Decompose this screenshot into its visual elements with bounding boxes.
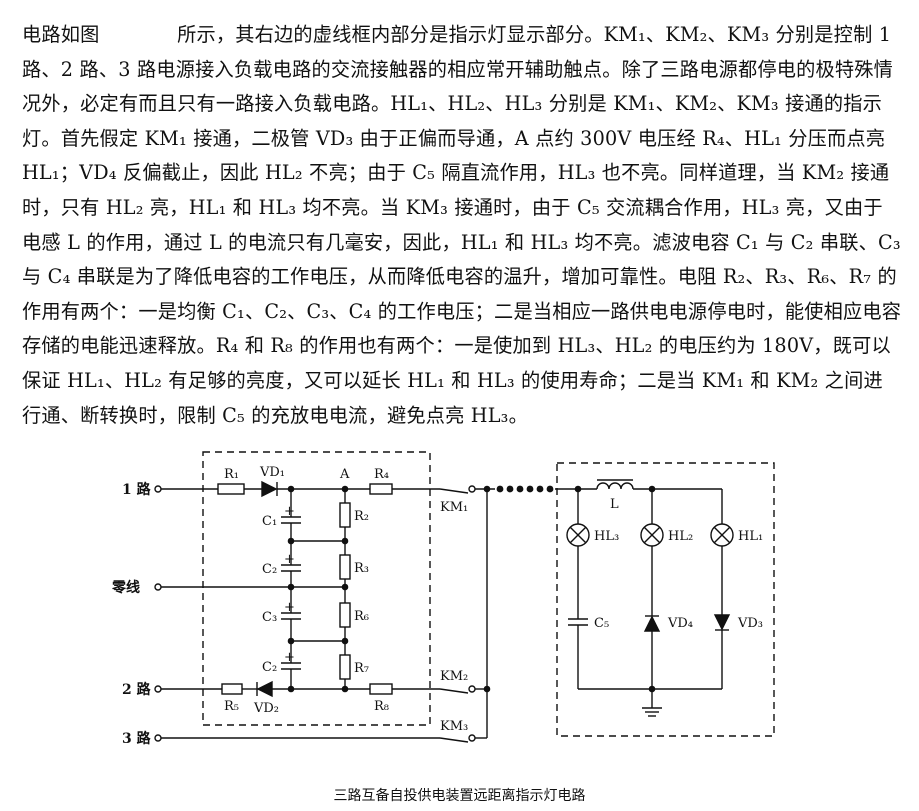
r5-resistor <box>221 683 243 695</box>
hl2-label: HL₂ <box>668 529 693 544</box>
power-section-box <box>202 451 431 726</box>
r1-label: R₁ <box>224 467 239 482</box>
r8-resistor <box>369 683 393 695</box>
vd1-diode <box>261 480 278 498</box>
r5-label: R₅ <box>224 699 239 714</box>
description-paragraph: 电路如图 所示，其右边的虚线框内部分是指示灯显示部分。KM₁、KM₂、KM₃ 分… <box>22 18 902 433</box>
km2-label: KM₂ <box>440 669 468 684</box>
node-a-label: A <box>339 467 350 482</box>
indicator-section-box <box>556 462 775 737</box>
c2-label-lower: C₂ <box>262 660 277 675</box>
r2-label: R₂ <box>354 509 369 524</box>
c5-label: C₅ <box>594 616 609 631</box>
hl3-label: HL₃ <box>594 529 619 544</box>
c1-polarity: + <box>284 504 295 519</box>
c3-polarity: + <box>284 600 295 615</box>
r3-label: R₃ <box>354 561 369 576</box>
r3-resistor <box>339 554 351 580</box>
c2-polarity-lower: + <box>284 650 295 665</box>
input-line3-label: 3 路 <box>122 730 152 747</box>
input-neutral-label: 零线 <box>111 579 140 596</box>
vd4-label: VD₄ <box>667 616 693 631</box>
transmission-dots <box>496 485 554 493</box>
input-line2-label: 2 路 <box>122 681 152 698</box>
km3-label: KM₃ <box>440 719 468 734</box>
inductor-l <box>596 482 634 490</box>
r7-label: R₇ <box>354 661 369 676</box>
km1-label: KM₁ <box>440 500 468 515</box>
hl1-label: HL₁ <box>738 529 763 544</box>
c2-label-upper: C₂ <box>262 562 277 577</box>
c3-label: C₃ <box>262 610 277 625</box>
r6-resistor <box>339 602 351 628</box>
c1-label: C₁ <box>262 514 277 529</box>
ground-symbol <box>642 707 662 717</box>
r7-resistor <box>339 654 351 680</box>
r6-label: R₆ <box>354 609 369 624</box>
vd2-diode <box>256 680 273 698</box>
r4-label: R₄ <box>374 467 389 482</box>
r4-resistor <box>369 483 393 495</box>
vd4-diode <box>643 615 661 632</box>
diagram-caption: 三路互备自投供电装置远距离指示灯电路 <box>334 787 586 804</box>
input-line1-label: 1 路 <box>122 481 152 498</box>
r1-resistor <box>217 483 245 495</box>
r2-resistor <box>339 502 351 528</box>
r8-label: R₈ <box>374 699 389 714</box>
description-text: 电路如图 所示，其右边的虚线框内部分是指示灯显示部分。KM₁、KM₂、KM₃ 分… <box>22 23 902 427</box>
vd3-label: VD₃ <box>737 616 763 631</box>
vd2-label: VD₂ <box>253 701 279 716</box>
circuit-diagram: 1 路 零线 2 路 3 路 R₁ VD₁ A R₄ KM₁ R₂ R₃ R₆ … <box>111 451 775 804</box>
c2-polarity-upper: + <box>284 552 295 567</box>
inductor-label: L <box>610 497 619 512</box>
vd3-diode <box>713 614 731 631</box>
vd1-label: VD₁ <box>259 465 285 480</box>
